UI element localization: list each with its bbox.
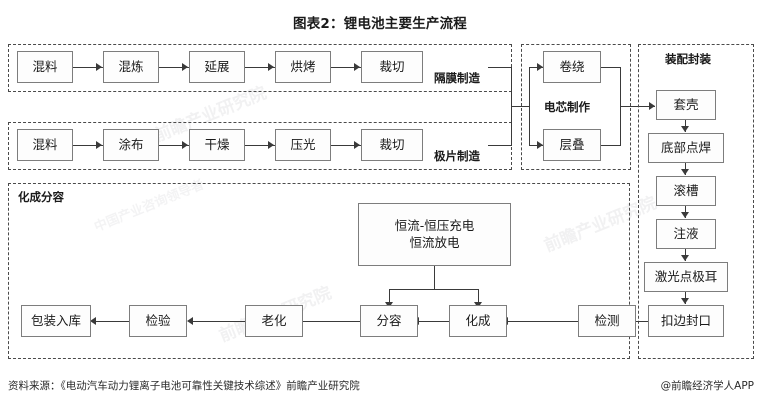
- step-box-separator-0[interactable]: 混料: [17, 51, 73, 83]
- arrow-down-icon: [681, 126, 689, 132]
- step-box-formation-5[interactable]: 检测: [578, 305, 636, 337]
- arrow-right-icon: [96, 63, 102, 71]
- arrow-down-icon: [681, 212, 689, 218]
- step-box-separator-1[interactable]: 混炼: [103, 51, 159, 83]
- connector-line: [601, 145, 621, 146]
- connector-line: [389, 289, 479, 290]
- connector-line: [478, 289, 479, 305]
- connector-line: [389, 289, 390, 305]
- arrow-left-icon: [187, 317, 193, 325]
- arrow-right-icon: [649, 102, 655, 110]
- step-box-assembly-4[interactable]: 激光点极耳: [644, 262, 728, 292]
- connector-line: [488, 145, 512, 146]
- step-box-electrode-1[interactable]: 涂布: [103, 129, 159, 161]
- step-box-electrode-2[interactable]: 干燥: [189, 129, 245, 161]
- step-box-formation-1[interactable]: 检验: [129, 305, 187, 337]
- arrow-down-icon: [681, 169, 689, 175]
- step-box-assembly-0[interactable]: 套壳: [656, 90, 716, 120]
- step-box-formation-3[interactable]: 分容: [360, 305, 418, 337]
- group-cell-making: [521, 44, 631, 170]
- group-label-assembly: 装配封装: [665, 52, 711, 66]
- connector-line: [508, 321, 578, 322]
- charge-line-2: 恒流放电: [409, 234, 460, 250]
- group-assembly-packaging: [638, 44, 754, 359]
- connector-line: [303, 321, 360, 322]
- page-title: 图表2：锂电池主要生产流程: [293, 16, 467, 32]
- connector-line: [529, 67, 543, 68]
- source-note: 资料来源：《电动汽车动力锂离子电池可靠性关键技术综述》前瞻产业研究院: [8, 380, 360, 392]
- connector-line: [434, 266, 435, 290]
- arrow-right-icon: [537, 141, 543, 149]
- step-box-assembly-5[interactable]: 扣边封口: [648, 305, 724, 337]
- connector-line: [488, 67, 512, 68]
- arrow-right-icon: [268, 63, 274, 71]
- step-box-separator-3[interactable]: 烘烤: [275, 51, 331, 83]
- group-label-electrode: 极片制造: [434, 149, 480, 163]
- group-label-formation: 化成分容: [18, 190, 64, 204]
- connector-line: [529, 145, 543, 146]
- arrow-right-icon: [354, 63, 360, 71]
- group-label-separator: 隔膜制造: [434, 71, 480, 85]
- step-box-electrode-4[interactable]: 裁切: [361, 129, 423, 161]
- arrow-right-icon: [268, 141, 274, 149]
- arrow-right-icon: [182, 141, 188, 149]
- step-box-electrode-0[interactable]: 混料: [17, 129, 73, 161]
- group-electrode-manufacturing: [8, 122, 512, 170]
- connector-line: [245, 145, 275, 146]
- arrow-right-icon: [182, 63, 188, 71]
- connector-line: [419, 321, 449, 322]
- connector-line: [331, 67, 361, 68]
- connector-line: [529, 67, 530, 145]
- step-box-assembly-1[interactable]: 底部点焊: [648, 133, 724, 163]
- connector-line: [245, 67, 275, 68]
- step-box-separator-2[interactable]: 延展: [189, 51, 245, 83]
- step-box-formation-0[interactable]: 包装入库: [21, 305, 91, 337]
- step-box-formation-4[interactable]: 化成: [449, 305, 507, 337]
- connector-line: [159, 67, 189, 68]
- connector-line: [511, 106, 530, 107]
- connector-line: [193, 321, 245, 322]
- group-formation-grading: [8, 183, 630, 359]
- charge-line-1: 恒流-恒压充电: [394, 218, 475, 234]
- group-label-cell: 电芯制作: [544, 100, 590, 114]
- connector-line: [601, 67, 621, 68]
- step-box-formation-2[interactable]: 老化: [245, 305, 303, 337]
- arrow-down-icon: [681, 255, 689, 261]
- app-credit: @前瞻经济学人APP: [660, 380, 754, 392]
- arrow-right-icon: [96, 141, 102, 149]
- connector-line: [159, 145, 189, 146]
- step-box-assembly-3[interactable]: 注液: [656, 219, 716, 249]
- connector-line: [331, 145, 361, 146]
- arrow-right-icon: [354, 141, 360, 149]
- arrow-right-icon: [537, 63, 543, 71]
- connector-line: [73, 145, 103, 146]
- step-box-cell-0[interactable]: 卷绕: [543, 51, 601, 83]
- arrow-down-icon: [681, 298, 689, 304]
- connector-line: [620, 106, 655, 107]
- connector-line: [96, 321, 129, 322]
- step-box-charge-discharge[interactable]: 恒流-恒压充电 恒流放电: [358, 203, 511, 266]
- step-box-cell-1[interactable]: 层叠: [543, 129, 601, 161]
- arrow-left-icon: [90, 317, 96, 325]
- step-box-separator-4[interactable]: 裁切: [361, 51, 423, 83]
- step-box-electrode-3[interactable]: 压光: [275, 129, 331, 161]
- step-box-assembly-2[interactable]: 滚槽: [656, 176, 716, 206]
- connector-line: [73, 67, 103, 68]
